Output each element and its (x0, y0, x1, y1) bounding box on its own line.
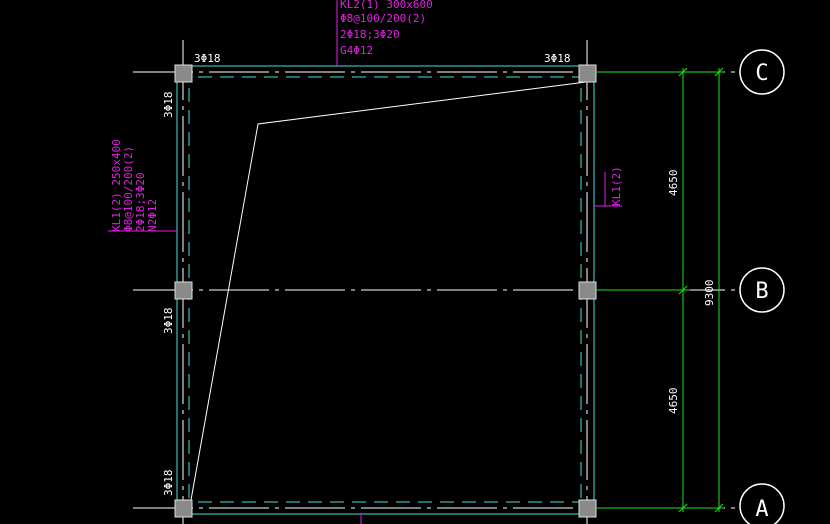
left-beam-line-2: Φ8@100/200(2) (122, 146, 135, 232)
annotation-leaders (108, 0, 622, 524)
axis-label-b: B (755, 279, 768, 304)
top-beam-line-1: KL2(1) 300x600 (340, 0, 433, 11)
axis-label-c: C (755, 61, 768, 86)
left-rebar-middle-label: 3Φ18 (162, 308, 175, 335)
left-rebar-lower-label: 3Φ18 (162, 470, 175, 497)
left-beam-line-4: N2Φ12 (146, 199, 159, 232)
top-beam-line-3: 2Φ18;3Φ20 (340, 28, 400, 41)
dim-tick (678, 503, 688, 513)
axis-bubble-c[interactable]: C (739, 49, 785, 95)
column-square-icon[interactable] (578, 64, 597, 83)
dimension-lines (596, 67, 724, 513)
axis-label-a: A (755, 497, 768, 522)
dim-tick (714, 503, 724, 513)
axis-bubble-circle-icon (739, 483, 785, 524)
right-beam-label: KL1(2) (610, 166, 623, 206)
column-square-icon[interactable] (174, 64, 193, 83)
top-left-rebar-label: 3Φ18 (194, 52, 221, 65)
axis-lines (133, 40, 740, 524)
dim-total-text: 9300 (703, 280, 716, 307)
dim-upper-span-text: 4650 (667, 170, 680, 197)
column-square-icon[interactable] (174, 499, 193, 518)
slab-outline-polyline (190, 81, 587, 501)
dim-tick (714, 67, 724, 77)
top-beam-line-2: Φ8@100/200(2) (340, 12, 426, 25)
top-beam-annotation: KL2(1) 300x600 Φ8@100/200(2) 2Φ18;3Φ20 G… (340, 0, 433, 57)
dim-tick (678, 67, 688, 77)
top-right-rebar-label: 3Φ18 (544, 52, 571, 65)
dim-tick (678, 285, 688, 295)
left-beam-annotation: KL1(2) 250x400 Φ8@100/200(2) 2Φ18;3Φ20 N… (110, 139, 159, 232)
axis-bubble-b[interactable]: B (739, 267, 785, 313)
columns (174, 64, 597, 518)
top-beam-line-4: G4Φ12 (340, 44, 373, 57)
column-square-icon[interactable] (578, 499, 597, 518)
axis-bubble-circle-icon (739, 49, 785, 95)
left-beam-line-3: 2Φ18;3Φ20 (134, 172, 147, 232)
left-beam-line-1: KL1(2) 250x400 (110, 139, 123, 232)
left-rebar-upper-label: 3Φ18 (162, 92, 175, 119)
column-square-icon[interactable] (578, 281, 597, 300)
column-square-icon[interactable] (174, 281, 193, 300)
axis-bubble-a[interactable]: A (739, 483, 785, 524)
axis-bubble-circle-icon (739, 267, 785, 313)
dim-lower-span-text: 4650 (667, 388, 680, 415)
